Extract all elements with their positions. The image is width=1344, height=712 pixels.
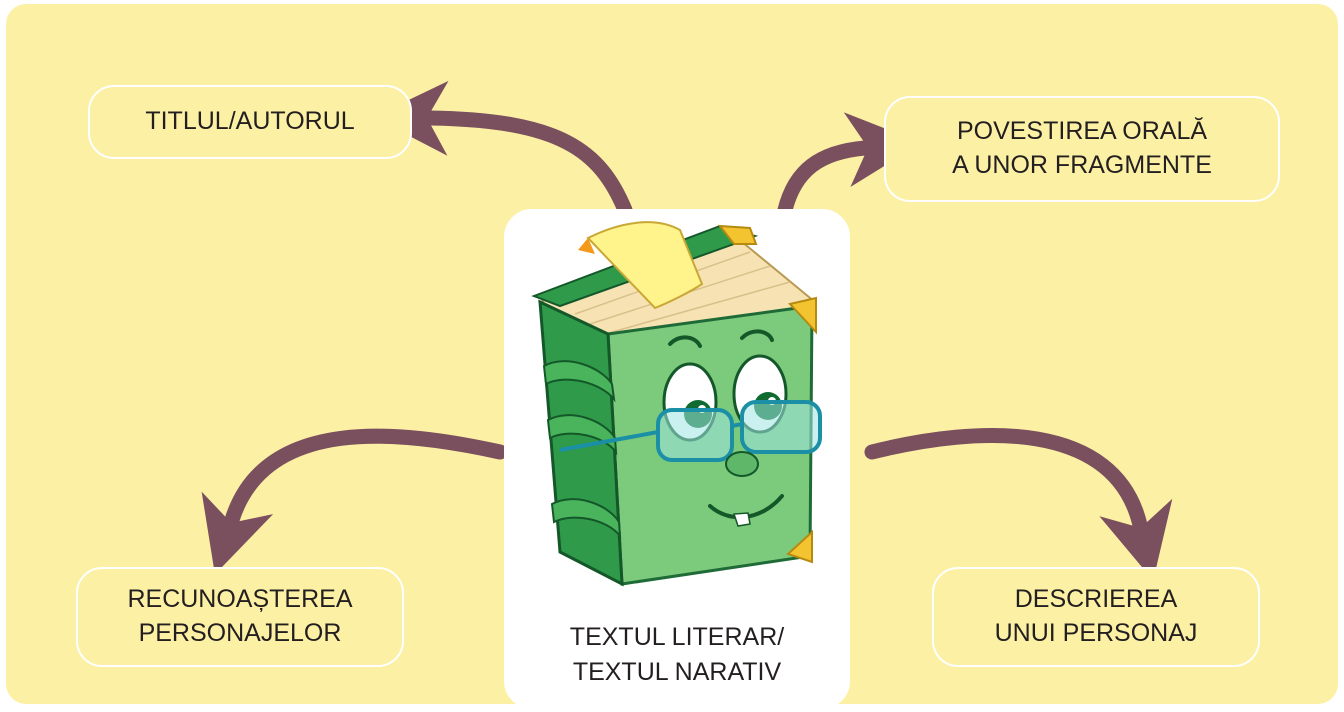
center-label-line2: TEXTUL NARATIV [572,657,782,686]
box-character-description-line1: DESCRIEREA [1014,585,1178,614]
arrow-to-oral-retelling [777,112,922,218]
arrow-to-title-author [373,80,633,218]
box-title-author-line1: TITLUL/AUTORUL [145,107,355,136]
center-label: TEXTUL LITERAR/ TEXTUL NARATIV [504,620,850,689]
box-character-recognition-line2: PERSONAJELOR [138,619,342,647]
book-with-glasses-icon [531,221,822,587]
center-label-line1: TEXTUL LITERAR/ [569,623,785,651]
box-title-author: TITLUL/AUTORUL [88,85,412,159]
box-character-recognition-line1: RECUNOAȘTEREA [127,585,353,614]
arrow-to-character-recognition [201,428,508,575]
box-oral-retelling: POVESTIREA ORALĂ A UNOR FRAGMENTE [884,96,1280,202]
box-oral-retelling-line1: POVESTIREA ORALĂ [956,117,1208,146]
box-character-description: DESCRIEREA UNUI PERSONAJ [932,567,1260,667]
arrow-to-character-description [864,428,1173,581]
box-character-recognition: RECUNOAȘTEREA PERSONAJELOR [76,567,404,667]
box-character-description-line2: UNUI PERSONAJ [994,619,1198,647]
box-oral-retelling-line2: A UNOR FRAGMENTE [952,151,1212,179]
